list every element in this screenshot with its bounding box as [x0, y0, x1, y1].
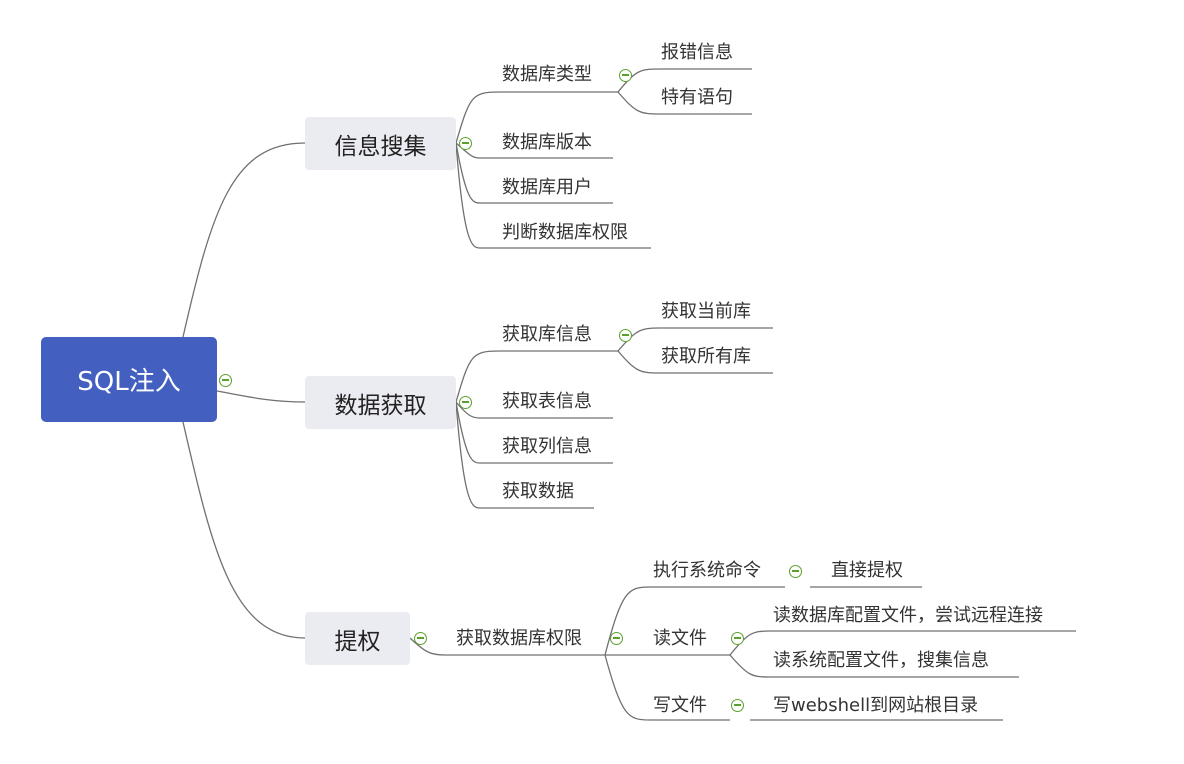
subtopic-specific-statement[interactable]: 特有语句	[661, 87, 733, 108]
subtopic-all-libs[interactable]: 获取所有库	[661, 346, 751, 367]
topic-privilege-escalation[interactable]: 提权	[305, 612, 410, 665]
link-root-priv	[182, 421, 306, 639]
subtopic-db-privilege[interactable]: 判断数据库权限	[502, 222, 628, 243]
subtopic-get-db-privilege[interactable]: 获取数据库权限	[456, 628, 582, 649]
subtopic-table-info[interactable]: 获取表信息	[502, 391, 592, 412]
subtopic-db-user[interactable]: 数据库用户	[502, 177, 592, 198]
link-read-sysconf	[729, 654, 1019, 678]
link-info-dbtype	[455, 91, 618, 144]
subtopic-current-lib[interactable]: 获取当前库	[661, 301, 751, 322]
subtopic-get-data[interactable]: 获取数据	[502, 481, 574, 502]
collapse-icon[interactable]	[731, 699, 744, 712]
link-read-dbconf	[729, 630, 1076, 656]
collapse-icon[interactable]	[619, 329, 632, 342]
subtopic-write-webshell[interactable]: 写webshell到网站根目录	[773, 695, 979, 716]
link-info-dbpriv	[455, 142, 651, 249]
link-info-dbuser	[455, 142, 613, 204]
collapse-icon[interactable]	[459, 396, 472, 409]
subtopic-db-type[interactable]: 数据库类型	[502, 64, 592, 85]
collapse-icon[interactable]	[789, 565, 802, 578]
link-lib-all	[617, 350, 773, 374]
subtopic-write-file[interactable]: 写文件	[653, 695, 707, 716]
topic-label: 信息搜集	[334, 133, 427, 160]
subtopic-lib-info[interactable]: 获取库信息	[502, 324, 592, 345]
topic-data-fetch[interactable]: 数据获取	[305, 376, 456, 429]
collapse-icon[interactable]	[619, 69, 632, 82]
collapse-icon[interactable]	[414, 632, 427, 645]
subtopic-exec-system-command[interactable]: 执行系统命令	[653, 560, 761, 581]
link-root-info	[182, 142, 306, 338]
link-root-fetch	[216, 390, 306, 403]
subtopic-read-sys-config[interactable]: 读系统配置文件，搜集信息	[773, 650, 989, 671]
subtopic-column-info[interactable]: 获取列信息	[502, 436, 592, 457]
root-topic-label: SQL注入	[77, 367, 181, 397]
collapse-icon[interactable]	[731, 632, 744, 645]
collapse-icon[interactable]	[459, 137, 472, 150]
link-fetch-data	[455, 401, 594, 509]
link-lib-current	[617, 327, 773, 352]
link-fetch-column	[455, 401, 613, 464]
topic-info-gathering[interactable]: 信息搜集	[305, 117, 456, 170]
subtopic-read-file[interactable]: 读文件	[653, 628, 707, 649]
subtopic-db-version[interactable]: 数据库版本	[502, 132, 592, 153]
link-dbtype-error	[617, 68, 752, 93]
subtopic-read-db-config[interactable]: 读数据库配置文件，尝试远程连接	[773, 605, 1043, 626]
link-dbtype-stmt	[617, 91, 752, 115]
root-topic[interactable]: SQL注入	[41, 337, 217, 422]
subtopic-direct-escalation[interactable]: 直接提权	[831, 560, 903, 581]
link-fetch-lib	[455, 350, 618, 403]
collapse-icon[interactable]	[219, 374, 232, 387]
topic-label: 提权	[334, 628, 381, 655]
subtopic-error-info[interactable]: 报错信息	[661, 42, 733, 63]
collapse-icon[interactable]	[610, 632, 623, 645]
topic-label: 数据获取	[334, 392, 427, 419]
link-getpriv-write	[604, 654, 730, 721]
